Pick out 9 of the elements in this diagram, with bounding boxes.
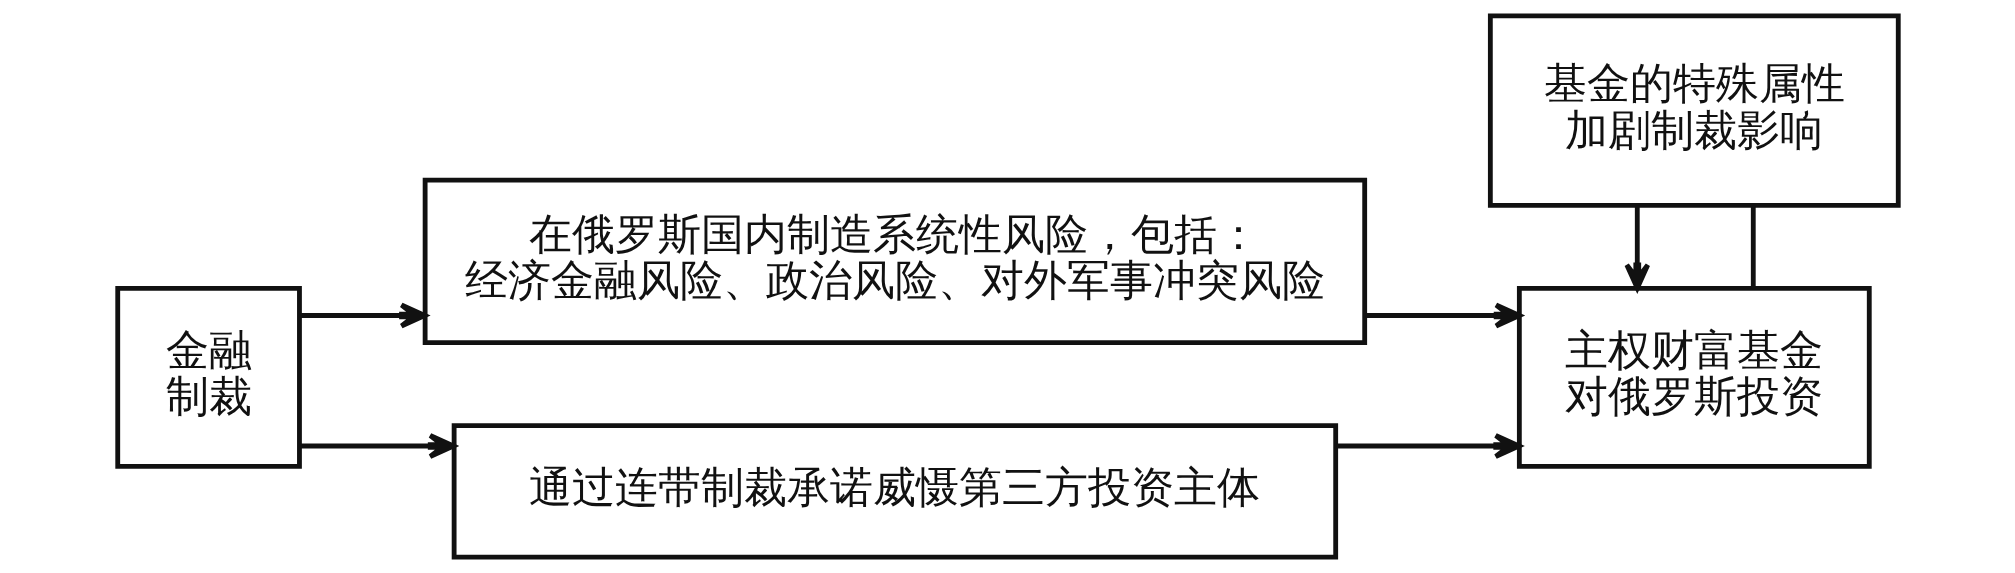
arrow	[1364, 302, 1522, 329]
arrow	[1623, 205, 1650, 291]
arrow	[299, 433, 456, 459]
connector	[1750, 205, 1756, 289]
node-box: 主权财富基金对俄罗斯投资	[1516, 286, 1872, 469]
node-box: 通过连带制裁承诺威慑第三方投资主体	[451, 423, 1338, 560]
node-box: 金融制裁	[114, 286, 302, 469]
node-box: 基金的特殊属性加剧制裁影响	[1487, 13, 1901, 208]
node-box: 在俄罗斯国内制造系统性风险，包括： 经济金融风险、政治风险、对外军事冲突风险	[422, 177, 1367, 345]
